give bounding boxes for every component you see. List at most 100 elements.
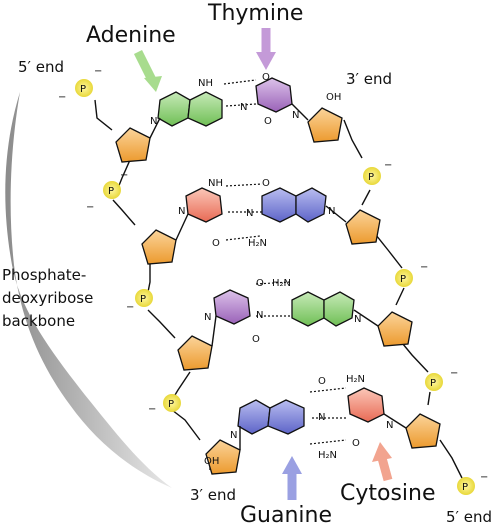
svg-text:O: O — [252, 334, 260, 345]
svg-text:O: O — [262, 178, 270, 189]
svg-text:−: − — [450, 368, 458, 379]
svg-text:P: P — [108, 186, 114, 197]
label-backbone-line2: deoxyribose — [2, 289, 93, 307]
label-thymine: Thymine — [207, 1, 303, 26]
svg-text:N: N — [240, 102, 247, 113]
svg-text:−: − — [86, 202, 94, 213]
atom-labels: N NH O N O N OH NH O N O H₂N N N O H₂N N… — [58, 66, 488, 493]
hbond-ta-3a — [255, 281, 291, 285]
label-cytosine: Cytosine — [340, 481, 436, 506]
sugar-8 — [405, 413, 441, 449]
svg-text:H₂N: H₂N — [346, 374, 365, 385]
svg-text:O: O — [318, 376, 326, 387]
base-thymine-1 — [255, 77, 293, 113]
label-guanine: Guanine — [240, 503, 332, 527]
svg-text:N: N — [230, 430, 237, 441]
svg-text:N: N — [204, 312, 211, 323]
svg-text:O: O — [262, 72, 270, 83]
sugar-rings — [115, 107, 441, 475]
guanine-arrowhead — [282, 456, 302, 474]
adenine-arrowhead — [144, 76, 162, 92]
svg-text:N: N — [318, 412, 325, 423]
phosphate-6 — [395, 269, 413, 287]
svg-text:−: − — [420, 262, 428, 273]
svg-text:−: − — [120, 170, 128, 181]
svg-text:−: − — [94, 66, 102, 77]
svg-text:O: O — [256, 278, 264, 289]
label-3-end-top: 3′ end — [346, 70, 392, 88]
svg-text:N: N — [292, 110, 299, 121]
phosphate-1 — [75, 79, 93, 97]
hbond-at-1b — [225, 103, 257, 107]
svg-text:O: O — [264, 116, 272, 127]
hbond-cg-2c — [225, 235, 261, 241]
svg-text:P: P — [80, 84, 86, 95]
svg-text:N: N — [386, 420, 393, 431]
svg-text:P: P — [462, 482, 468, 493]
svg-text:−: − — [58, 92, 66, 103]
label-backbone-line1: Phosphate- — [2, 266, 86, 284]
hbond-at-1a — [223, 79, 257, 85]
phosphate-groups — [75, 79, 475, 495]
svg-text:H₂N: H₂N — [318, 450, 337, 461]
svg-text:N: N — [354, 314, 361, 325]
svg-text:P: P — [400, 274, 406, 285]
base-cytosine-4 — [347, 387, 385, 423]
svg-text:−: − — [384, 160, 392, 171]
svg-text:−: − — [480, 472, 488, 483]
sugar-2 — [141, 229, 177, 265]
adenine-arrow — [133, 49, 157, 83]
label-adenine: Adenine — [86, 23, 176, 48]
svg-text:NH: NH — [198, 78, 213, 89]
cytosine-arrow — [377, 456, 393, 482]
base-thymine-3 — [213, 289, 251, 325]
sugar-1 — [115, 127, 151, 163]
hbond-cg-2a — [225, 183, 263, 187]
phosphate-4 — [163, 394, 181, 412]
svg-text:N: N — [150, 116, 157, 127]
sugar-4 — [205, 439, 241, 475]
svg-text:H₂N: H₂N — [248, 238, 267, 249]
sugar-5 — [307, 107, 343, 143]
base-cytosine-2 — [185, 187, 223, 223]
base-adenine-3 — [291, 291, 355, 327]
sugar-3 — [177, 335, 213, 371]
backbone-bracket — [5, 92, 173, 488]
svg-text:N: N — [328, 206, 335, 217]
svg-text:NH: NH — [208, 178, 223, 189]
hbond-gc-4c — [309, 439, 347, 445]
svg-text:H₂N: H₂N — [272, 278, 291, 289]
phosphate-7 — [425, 373, 443, 391]
svg-text:N: N — [246, 208, 253, 219]
svg-text:OH: OH — [326, 92, 341, 103]
svg-text:O: O — [212, 238, 220, 249]
right-backbone-lines — [343, 119, 463, 479]
svg-text:P: P — [168, 399, 174, 410]
label-backbone-line3: backbone — [2, 312, 75, 330]
svg-text:P: P — [368, 172, 374, 183]
svg-text:N: N — [178, 206, 185, 217]
cytosine-arrowhead — [372, 442, 392, 462]
sugar-7 — [377, 311, 413, 347]
thymine-arrowhead — [256, 52, 276, 70]
phosphate-3 — [135, 289, 153, 307]
svg-text:−: − — [148, 404, 156, 415]
base-guanine-2 — [261, 187, 327, 223]
phosphate-2 — [103, 181, 121, 199]
svg-text:OH: OH — [204, 456, 219, 467]
svg-text:O: O — [352, 438, 360, 449]
svg-text:N: N — [256, 310, 263, 321]
sugar-6 — [345, 209, 381, 245]
svg-text:−: − — [126, 302, 134, 313]
label-5-end-top: 5′ end — [18, 58, 64, 76]
label-5-end-bottom: 5′ end — [446, 508, 492, 526]
svg-text:P: P — [140, 294, 146, 305]
base-adenine-1 — [157, 91, 223, 127]
hbond-gc-4a — [309, 387, 347, 393]
phosphate-8 — [457, 477, 475, 495]
label-3-end-bottom: 3′ end — [190, 486, 236, 504]
base-guanine-4 — [237, 399, 305, 435]
svg-text:P: P — [430, 378, 436, 389]
phosphate-5 — [363, 167, 381, 185]
